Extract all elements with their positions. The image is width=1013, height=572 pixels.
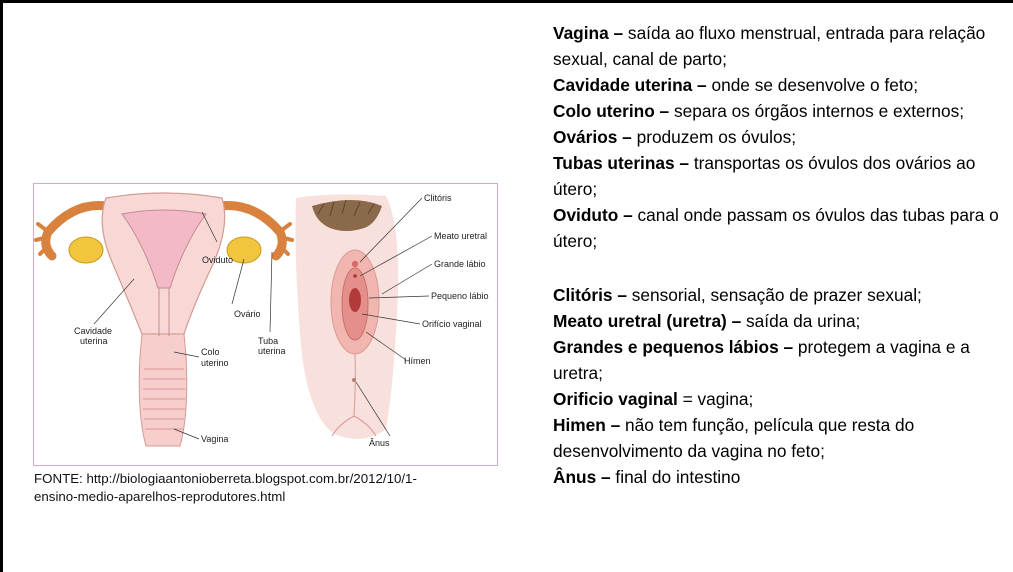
- left-border: [0, 0, 3, 572]
- definitions-list: Vagina – saída ao fluxo menstrual, entra…: [553, 20, 1008, 490]
- term: Meato uretral (uretra) –: [553, 311, 741, 331]
- definition-item: Cavidade uterina – onde se desenvolve o …: [553, 72, 1008, 98]
- definition-item: Tubas uterinas – transportas os óvulos d…: [553, 150, 1008, 202]
- term: Colo uterino –: [553, 101, 669, 121]
- definition-item: Orificio vaginal = vagina;: [553, 386, 1008, 412]
- top-border: [0, 0, 1013, 3]
- definition-text: sensorial, sensação de prazer sexual;: [627, 285, 922, 305]
- caption-line-2: ensino-medio-aparelhos-reprodutores.html: [34, 488, 504, 506]
- definition-text: onde se desenvolve o feto;: [707, 75, 918, 95]
- anatomy-figure: Oviduto Ovário Cavidade uterina Colo ute…: [33, 183, 498, 466]
- label-cavidade-2: uterina: [80, 336, 108, 346]
- definition-item: Ovários – produzem os óvulos;: [553, 124, 1008, 150]
- definition-item: Oviduto – canal onde passam os óvulos da…: [553, 202, 1008, 254]
- label-himen: Hímen: [404, 356, 431, 366]
- term: Himen –: [553, 415, 620, 435]
- label-orificio: Orifício vaginal: [422, 319, 482, 329]
- anatomy-illustration: Oviduto Ovário Cavidade uterina Colo ute…: [34, 184, 497, 465]
- term: Vagina –: [553, 23, 623, 43]
- term: Clitóris –: [553, 285, 627, 305]
- definition-item: Colo uterino – separa os órgãos internos…: [553, 98, 1008, 124]
- paragraph-spacer: [553, 254, 1008, 282]
- label-tuba-1: Tuba: [258, 336, 278, 346]
- definition-text: separa os órgãos internos e externos;: [669, 101, 964, 121]
- definition-item: Himen – não tem função, película que res…: [553, 412, 1008, 464]
- term: Cavidade uterina –: [553, 75, 707, 95]
- definition-item: Ânus – final do intestino: [553, 464, 1008, 490]
- definition-item: Grandes e pequenos lábios – protegem a v…: [553, 334, 1008, 386]
- term: Ovários –: [553, 127, 632, 147]
- definition-text: produzem os óvulos;: [632, 127, 796, 147]
- definition-text: saída da urina;: [741, 311, 860, 331]
- label-colo-2: uterino: [201, 358, 229, 368]
- label-cavidade-1: Cavidade: [74, 326, 112, 336]
- term: Grandes e pequenos lábios –: [553, 337, 793, 357]
- label-meato: Meato uretral: [434, 231, 487, 241]
- definition-item: Clitóris – sensorial, sensação de prazer…: [553, 282, 1008, 308]
- label-pequeno: Pequeno lábio: [431, 291, 489, 301]
- label-ovario: Ovário: [234, 309, 261, 319]
- term: Orificio vaginal: [553, 389, 678, 409]
- label-vagina: Vagina: [201, 434, 228, 444]
- term: Oviduto –: [553, 205, 633, 225]
- term: Ânus –: [553, 467, 611, 487]
- uterus-drawing: [36, 193, 292, 446]
- definition-text: final do intestino: [611, 467, 741, 487]
- definition-item: Vagina – saída ao fluxo menstrual, entra…: [553, 20, 1008, 72]
- definition-item: Meato uretral (uretra) – saída da urina;: [553, 308, 1008, 334]
- label-grande: Grande lábio: [434, 259, 486, 269]
- term: Tubas uterinas –: [553, 153, 689, 173]
- vulva-drawing: [296, 194, 399, 439]
- definition-text: = vagina;: [678, 389, 753, 409]
- label-oviduto: Oviduto: [202, 255, 233, 265]
- label-tuba-2: uterina: [258, 346, 286, 356]
- label-clitoris: Clitóris: [424, 193, 452, 203]
- label-anus: Ânus: [369, 438, 390, 448]
- label-colo-1: Colo: [201, 347, 220, 357]
- figure-source-caption: FONTE: http://biologiaantonioberreta.blo…: [34, 470, 504, 506]
- caption-line-1: FONTE: http://biologiaantonioberreta.blo…: [34, 470, 504, 488]
